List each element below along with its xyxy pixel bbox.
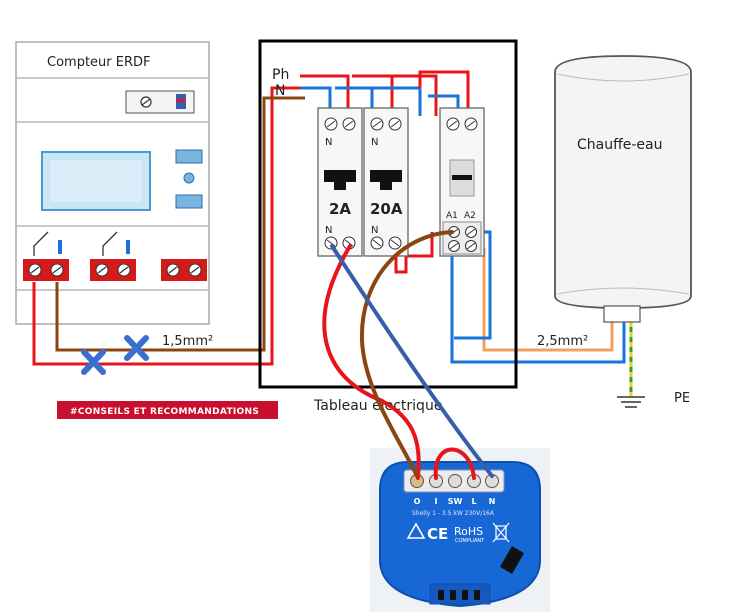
breaker-rating: 20A (370, 200, 403, 218)
meter-knob (183, 172, 195, 184)
shelly-brown-wire (359, 230, 454, 478)
cable-section-large: 2,5mm² (537, 334, 588, 349)
cut-x-icon (124, 335, 149, 361)
water-heater: Chauffe-eau (554, 55, 692, 323)
svg-text:N: N (371, 225, 378, 236)
wires-meter-to-panel (32, 86, 305, 366)
meter: Compteur ERDF (15, 41, 210, 325)
ce-mark: CE (427, 525, 448, 543)
panel-neutral-label: N (275, 83, 285, 99)
meter-title: Compteur ERDF (47, 55, 151, 70)
shelly-in-loop-wire (433, 447, 476, 480)
wires-to-shelly (322, 230, 494, 480)
ground-icon (617, 396, 645, 408)
panel-title: Tableau électrique (313, 398, 442, 414)
breaker-rating: 2A (329, 200, 351, 218)
weee-bin-icon (492, 522, 510, 543)
meter-button (175, 149, 203, 164)
shelly-terminal-label-n: N (489, 497, 496, 506)
shelly-terminal-labels: O I SW L N (414, 497, 496, 506)
svg-text:N: N (325, 225, 332, 236)
breaker2-out-wire (394, 232, 434, 274)
meter-phase-wire (32, 86, 305, 366)
svg-text:A1: A1 (446, 211, 458, 221)
earth-label: PE (674, 391, 690, 406)
shelly-out-wire (322, 244, 421, 480)
shelly-terminal-label-sw: SW (448, 497, 463, 506)
shelly-neutral-wire (330, 244, 494, 478)
heater-phase-wire (482, 248, 614, 352)
earth-wire (617, 322, 645, 408)
cable-section-small: 1,5mm² (162, 334, 213, 349)
warning-icon (406, 522, 426, 539)
heater-title: Chauffe-eau (577, 137, 662, 153)
panel-bus-wires (300, 70, 470, 116)
shelly-spec: Shelly 1 - 3.5 kW 230V/16A (412, 510, 495, 517)
shelly-module: O I SW L N Shelly 1 - 3.5 kW 230V/16A CE RoH… (370, 448, 550, 612)
breaker-20a: N 20A N (363, 107, 409, 257)
meter-button (175, 194, 203, 209)
breaker-2a: N 2A N (317, 107, 363, 257)
heater-terminal-box (603, 305, 641, 323)
cut-x-icon (81, 349, 106, 375)
svg-text:N: N (325, 137, 332, 148)
advice-banner: #CONSEILS ET RECOMMANDATIONS (57, 401, 278, 419)
panel-phase-label: Ph (272, 67, 289, 83)
svg-text:A2: A2 (464, 211, 476, 221)
shelly-terminal-label-o: O (414, 497, 421, 506)
rohs-mark: RoHS (454, 525, 483, 538)
shelly-terminal-label-i: I (435, 497, 438, 506)
rohs-compliant: COMPLIANT (455, 538, 485, 544)
shelly-terminal-label-l: L (471, 497, 476, 506)
svg-text:N: N (371, 137, 378, 148)
heater-tank (554, 55, 692, 309)
meter-neutral-wire (55, 96, 305, 352)
shelly-body (379, 461, 541, 608)
panel-frame (258, 39, 518, 389)
shelly-connector (499, 546, 525, 574)
advice-banner-text: #CONSEILS ET RECOMMANDATIONS (70, 407, 259, 417)
heater-neutral-wire (450, 254, 626, 364)
